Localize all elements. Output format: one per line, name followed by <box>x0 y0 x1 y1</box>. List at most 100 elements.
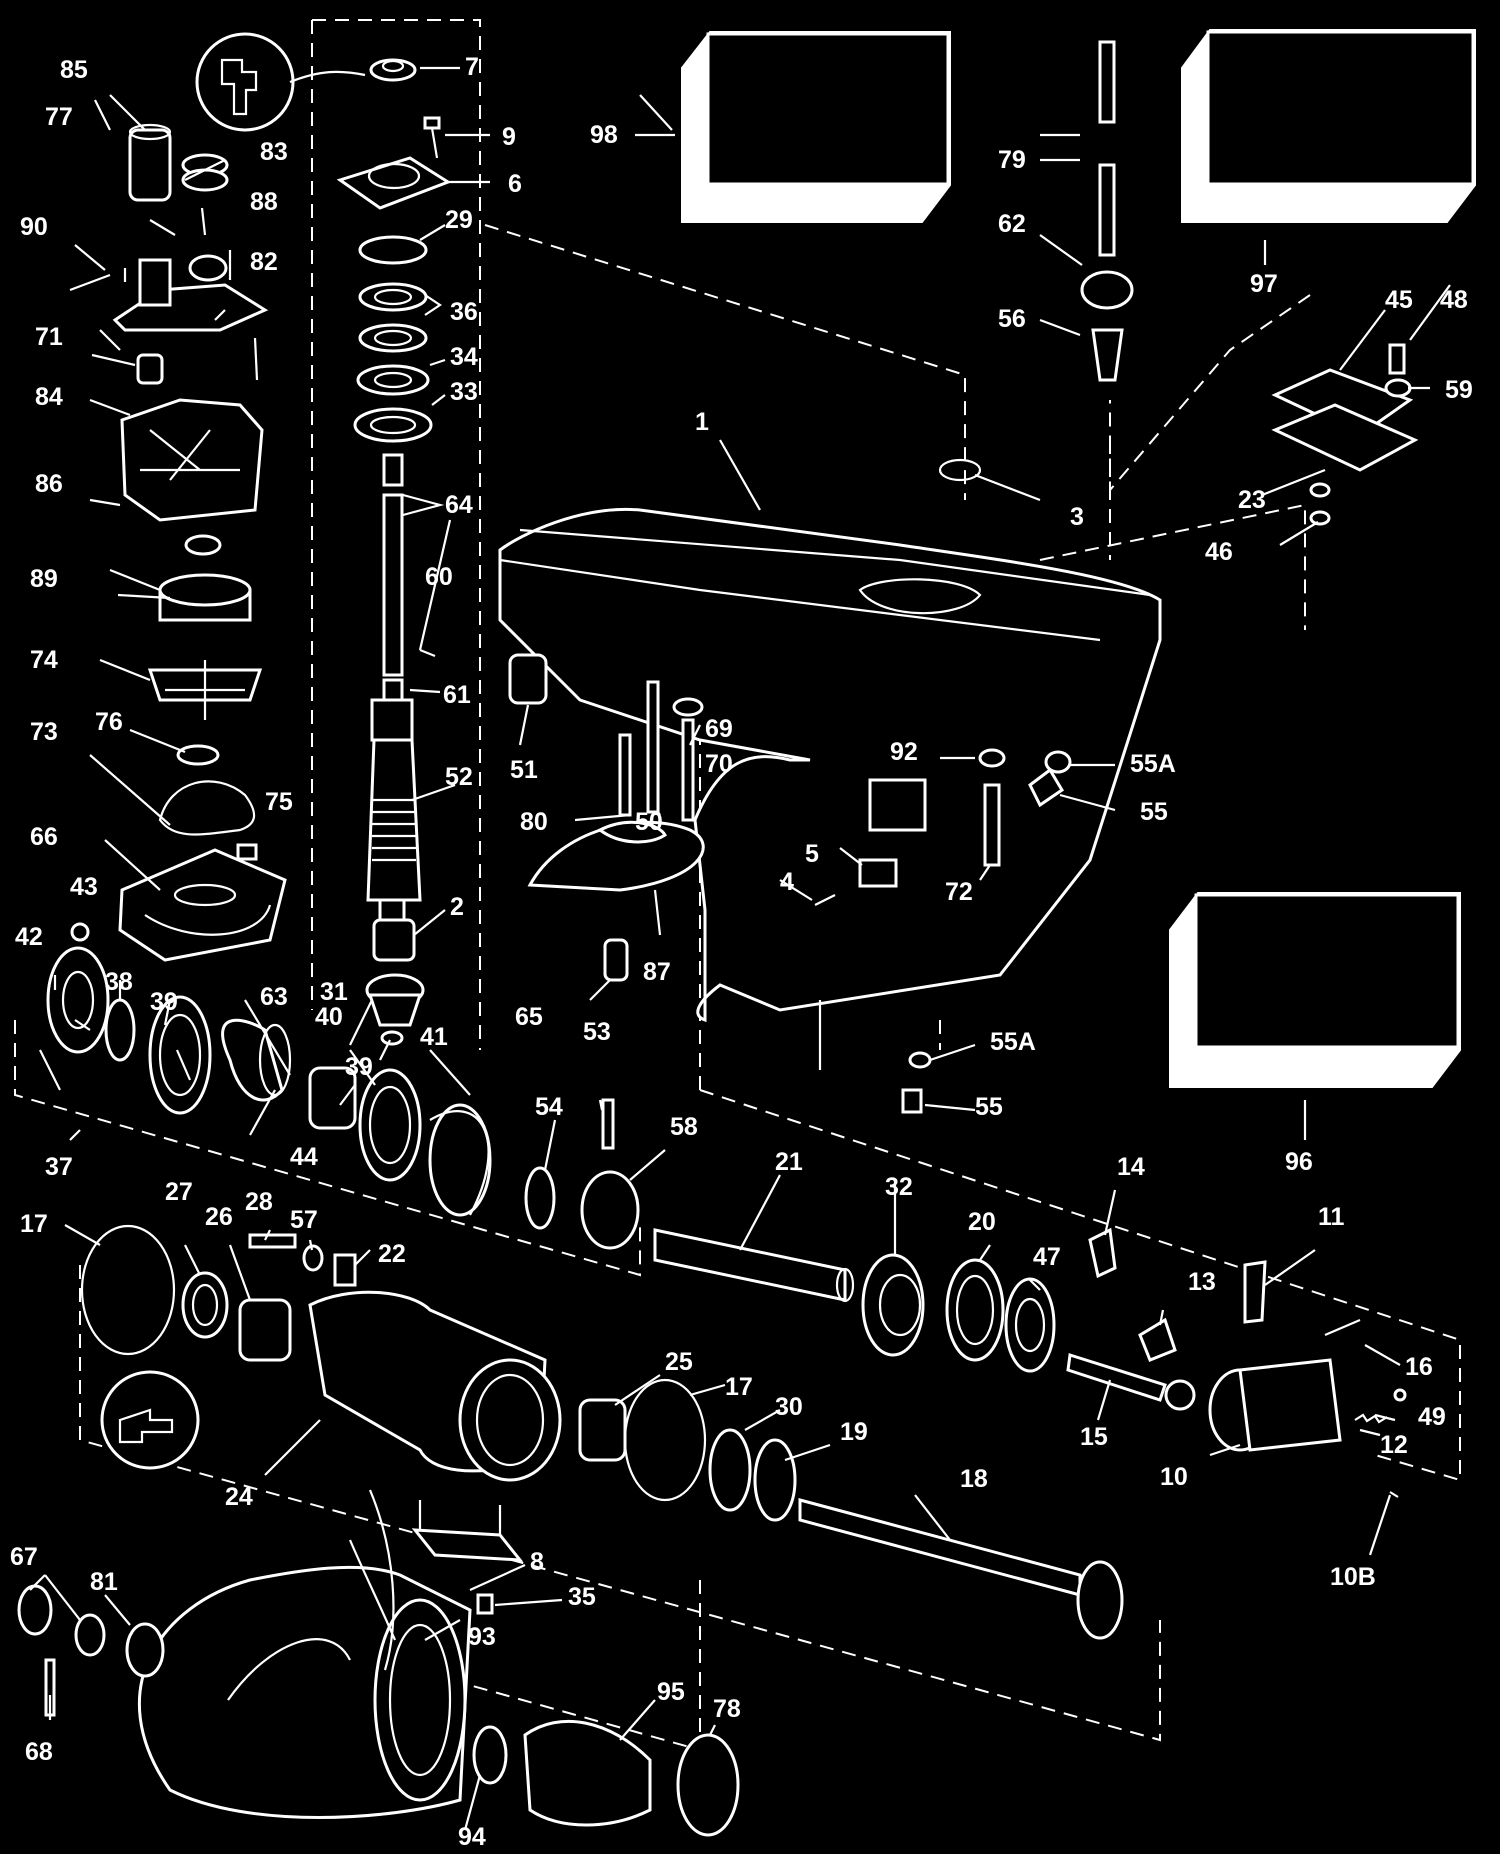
callout-88: 88 <box>250 188 278 216</box>
callout-74: 74 <box>30 646 58 674</box>
callout-69: 69 <box>705 715 733 743</box>
callout-41: 41 <box>420 1023 448 1051</box>
callout-77: 77 <box>45 103 73 131</box>
callout-71: 71 <box>35 323 63 351</box>
callout-15: 15 <box>1080 1423 1108 1451</box>
callout-52: 52 <box>445 763 473 791</box>
callout-49: 49 <box>1418 1403 1446 1431</box>
kit-box-98: CHROME CUP & PLATE KIT <box>681 31 951 223</box>
kit-97-line-3: KIT <box>1319 125 1361 155</box>
callout-51: 51 <box>510 756 538 784</box>
callout-37: 37 <box>45 1153 73 1181</box>
callout-63: 63 <box>260 983 288 1011</box>
callout-75: 75 <box>265 788 293 816</box>
callout-29: 29 <box>445 206 473 234</box>
callout-35: 35 <box>568 1583 596 1611</box>
callout-18: 18 <box>960 1465 988 1493</box>
callout-57: 57 <box>290 1206 318 1234</box>
callout-8: 8 <box>530 1548 544 1576</box>
callout-81: 81 <box>90 1568 118 1596</box>
callout-25: 25 <box>665 1348 693 1376</box>
callout-89: 89 <box>30 565 58 593</box>
kit-98-line-3: KIT <box>807 125 849 155</box>
kit-96-line-3: KIT <box>1304 993 1346 1023</box>
callout-58: 58 <box>670 1113 698 1141</box>
callout-55-a: 55 <box>1140 798 1168 826</box>
callout-78: 78 <box>713 1695 741 1723</box>
callout-30: 30 <box>775 1393 803 1421</box>
callout-22: 22 <box>378 1240 406 1268</box>
callout-40: 40 <box>315 1003 343 1031</box>
callout-54: 54 <box>535 1093 563 1121</box>
callout-72: 72 <box>945 878 973 906</box>
callout-19: 19 <box>840 1418 868 1446</box>
callout-90: 90 <box>20 213 48 241</box>
callout-59: 59 <box>1445 376 1473 404</box>
parts-artwork <box>17 32 1419 1837</box>
callout-11: 11 <box>1318 1203 1345 1231</box>
callout-95: 95 <box>657 1678 685 1706</box>
callout-55-b: 55 <box>975 1093 1003 1121</box>
callout-96: 96 <box>1285 1148 1313 1176</box>
callout-10B: 10B <box>1330 1563 1376 1591</box>
leader-lines <box>29 66 1451 1831</box>
callout-47: 47 <box>1033 1243 1061 1271</box>
callout-45: 45 <box>1385 286 1413 314</box>
callout-3: 3 <box>1070 503 1084 531</box>
callout-14: 14 <box>1117 1153 1145 1181</box>
callout-43: 43 <box>70 873 98 901</box>
callout-48: 48 <box>1440 286 1468 314</box>
callout-42: 42 <box>15 923 43 951</box>
callout-5: 5 <box>805 840 819 868</box>
callout-62: 62 <box>998 210 1026 238</box>
callout-65: 65 <box>515 1003 543 1031</box>
callout-26: 26 <box>205 1203 233 1231</box>
callout-39b: 39 <box>345 1053 373 1081</box>
callout-31: 31 <box>320 978 348 1006</box>
kit-97-line-1: WATER PUMP <box>1250 65 1430 95</box>
callout-6: 6 <box>508 170 522 198</box>
callout-34: 34 <box>450 343 478 371</box>
callout-38: 38 <box>105 968 133 996</box>
callout-64: 64 <box>445 491 473 519</box>
callout-82: 82 <box>250 248 278 276</box>
callout-24: 24 <box>225 1483 253 1511</box>
callout-55A-a: 55A <box>1130 750 1176 778</box>
callout-20: 20 <box>968 1208 996 1236</box>
callout-67: 67 <box>10 1543 38 1571</box>
callout-87: 87 <box>643 958 671 986</box>
kit-96-line-1: GEARCASE <box>1250 933 1400 963</box>
callout-13: 13 <box>1188 1268 1216 1296</box>
callout-21: 21 <box>775 1148 803 1176</box>
callout-9: 9 <box>502 123 516 151</box>
callout-2: 2 <box>450 893 464 921</box>
kit-box-96: GEARCASE SEAL KIT <box>1169 892 1461 1088</box>
kit-98-line-1: CHROME <box>768 65 888 95</box>
callout-80: 80 <box>520 808 548 836</box>
callout-12: 12 <box>1380 1431 1408 1459</box>
callout-39a: 39 <box>150 988 178 1016</box>
callout-44: 44 <box>290 1143 318 1171</box>
callout-94: 94 <box>458 1823 486 1851</box>
callout-53: 53 <box>583 1018 611 1046</box>
callout-4: 4 <box>780 868 794 896</box>
callout-86: 86 <box>35 470 63 498</box>
callout-46: 46 <box>1205 538 1233 566</box>
callout-1: 1 <box>695 408 709 436</box>
callout-16: 16 <box>1405 1353 1433 1381</box>
callout-28: 28 <box>245 1188 273 1216</box>
callout-98: 98 <box>590 121 618 149</box>
callout-97: 97 <box>1250 270 1278 298</box>
callout-92: 92 <box>890 738 918 766</box>
callout-76: 76 <box>95 708 123 736</box>
callout-84: 84 <box>35 383 63 411</box>
callout-85: 85 <box>60 56 88 84</box>
kit-97-line-2: REPAIR <box>1291 95 1390 125</box>
kit-98-line-2: CUP & PLATE <box>741 95 914 125</box>
callout-10: 10 <box>1160 1463 1188 1491</box>
callout-61: 61 <box>443 681 471 709</box>
callout-70: 70 <box>705 750 733 778</box>
callout-68: 68 <box>25 1738 53 1766</box>
callout-55A-b: 55A <box>990 1028 1036 1056</box>
